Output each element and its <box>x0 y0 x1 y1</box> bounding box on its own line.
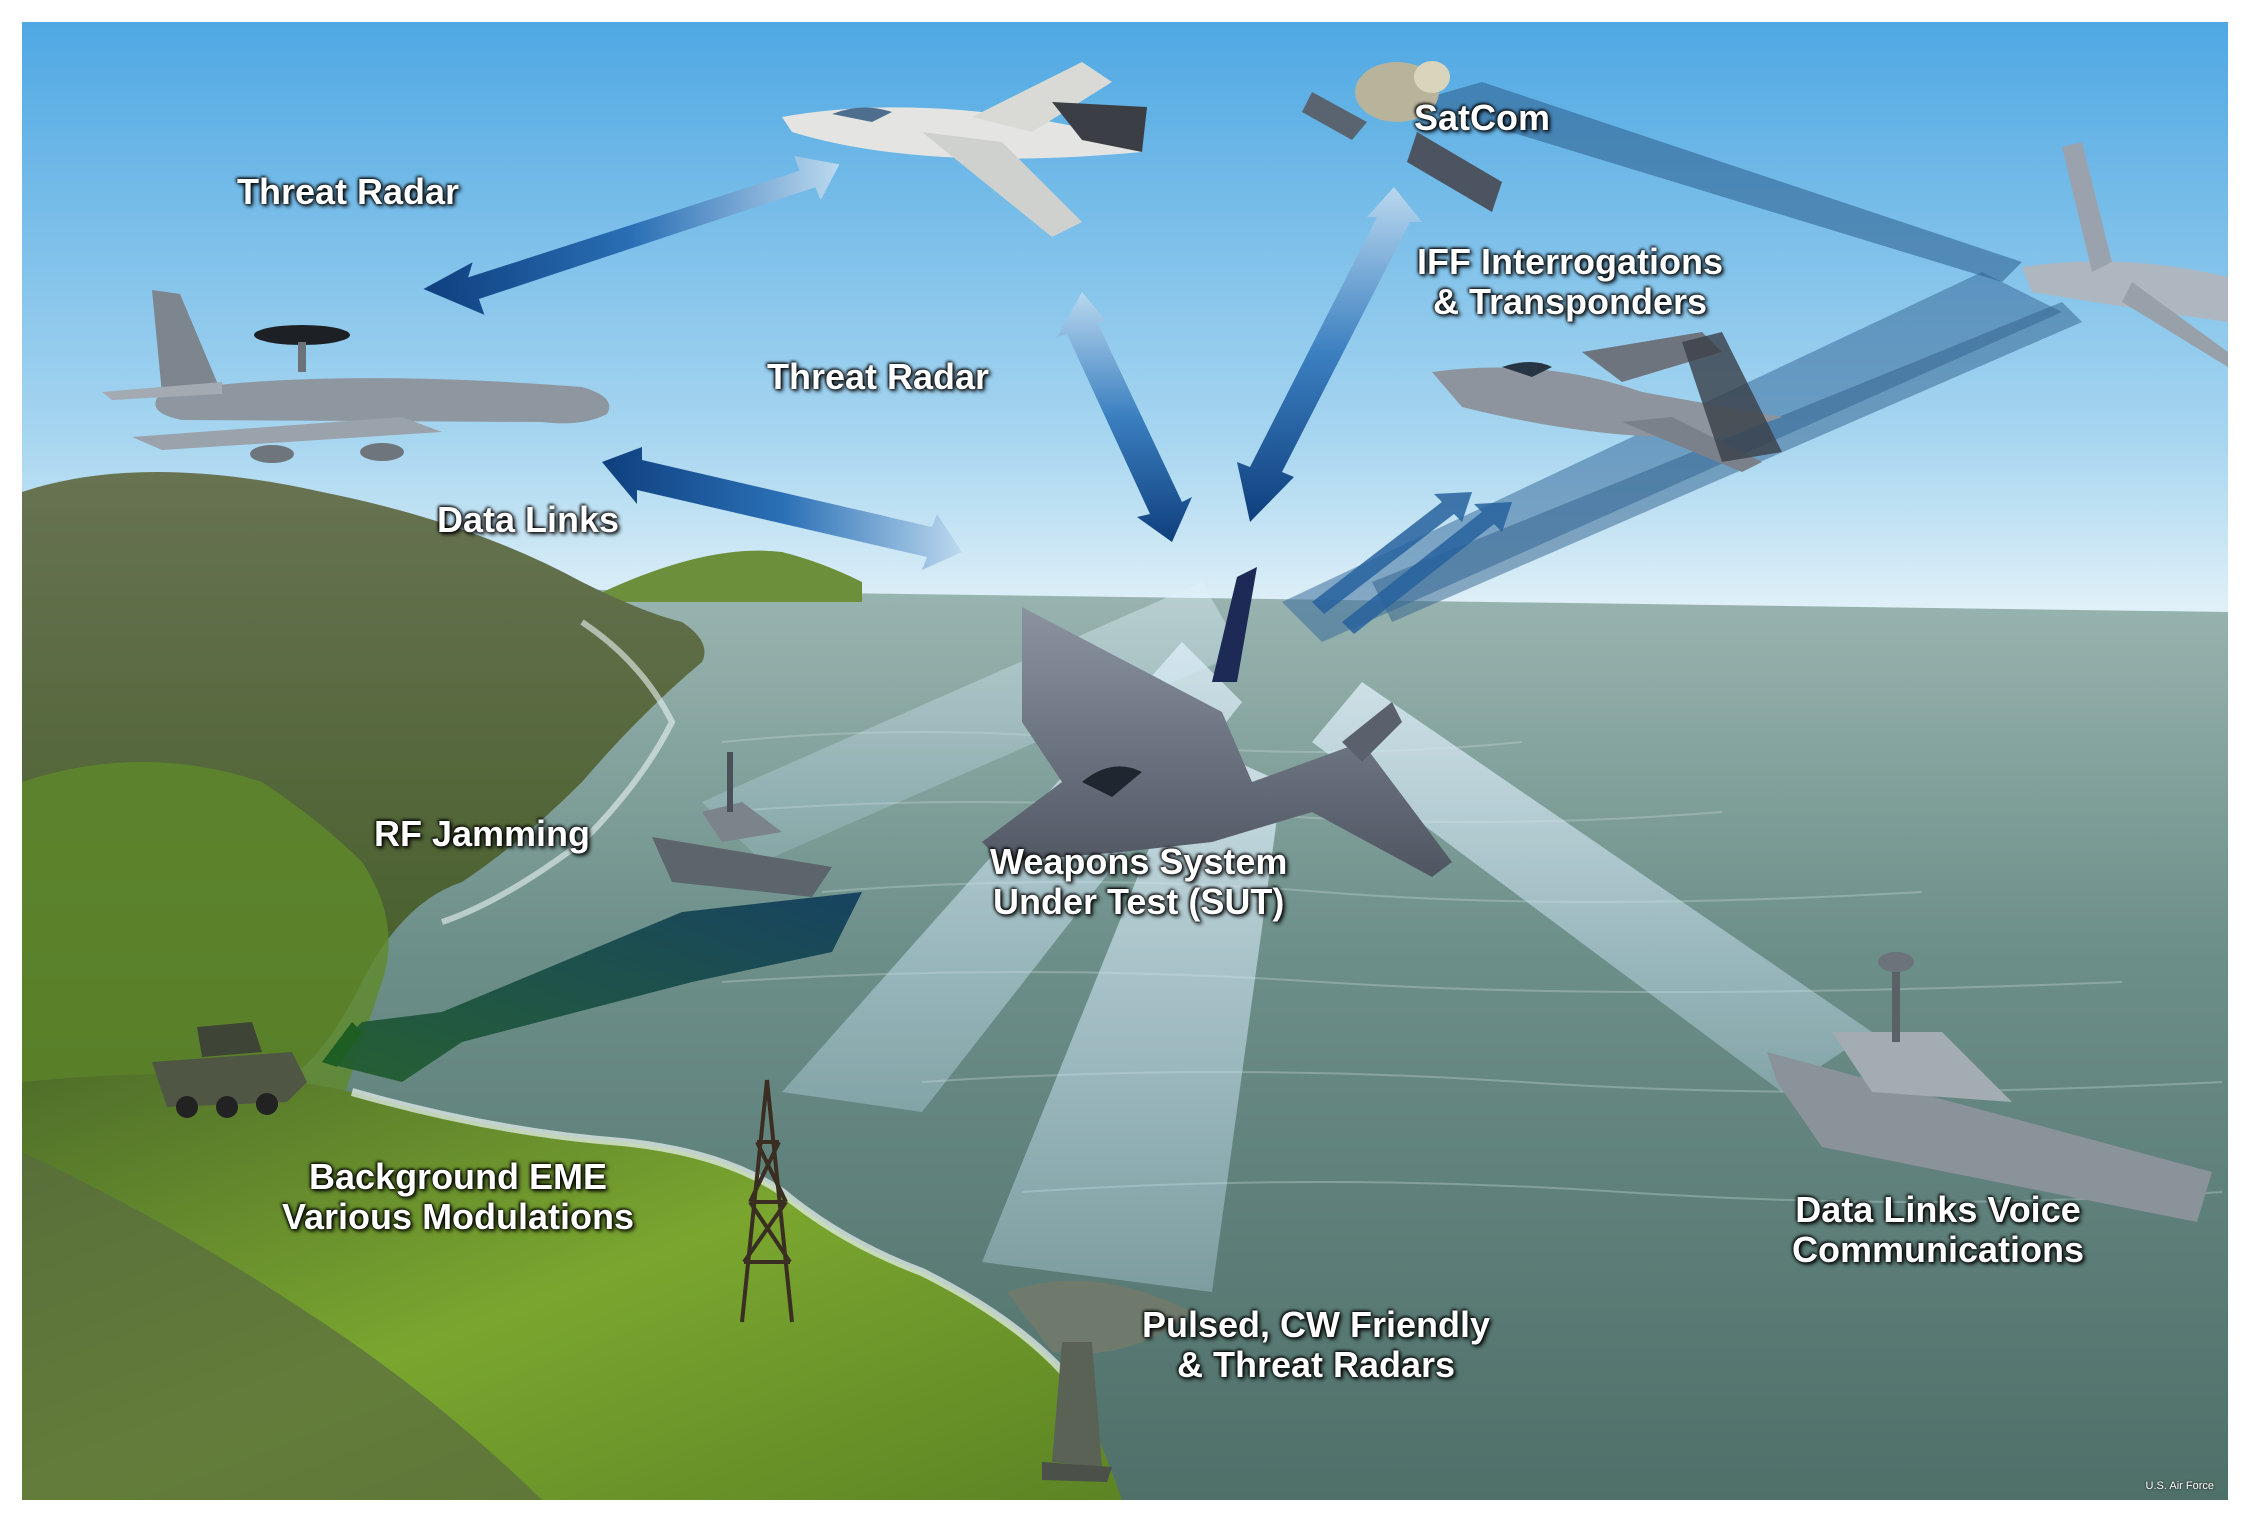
iff-label-line2: & Transponders <box>1432 281 1708 322</box>
sut-aircraft <box>982 567 1452 877</box>
far-hill <box>582 550 862 602</box>
lattice-tower <box>740 1079 794 1323</box>
uav <box>2022 142 2228 367</box>
voice-comms-label: Data Links Voice Communications <box>1792 1190 2084 1270</box>
voice-comms-line1: Data Links Voice <box>1795 1189 2081 1230</box>
background-eme-line1: Background EME <box>309 1156 608 1197</box>
iff-label: IFF Interrogations & Transponders <box>1417 242 1723 322</box>
voice-comms-line2: Communications <box>1792 1229 2085 1270</box>
lower-slope <box>22 1152 542 1500</box>
sut-label-line1: Weapons System <box>990 841 1288 882</box>
scene: Threat Radar Threat Radar SatCom IFF Int… <box>22 22 2228 1500</box>
satellite <box>1302 61 1502 212</box>
iff-label-line1: IFF Interrogations <box>1417 241 1723 282</box>
destroyer <box>1767 952 2212 1222</box>
satcom-label: SatCom <box>1414 97 1551 138</box>
background-eme-label: Background EME Various Modulations <box>282 1157 634 1237</box>
background-eme-line2: Various Modulations <box>282 1196 635 1237</box>
armored-vehicle <box>152 1022 362 1118</box>
threat-radar-top-label: Threat Radar <box>237 171 460 212</box>
radar-dish <box>1007 1280 1192 1482</box>
sut-label-line2: Under Test (SUT) <box>993 881 1285 922</box>
pulsed-radars-line1: Pulsed, CW Friendly <box>1142 1304 1491 1345</box>
data-links-label: Data Links <box>437 499 620 540</box>
sut-label: Weapons System Under Test (SUT) <box>990 842 1287 922</box>
awacs-aircraft <box>102 290 610 463</box>
rf-jamming-arrow <box>322 892 862 1082</box>
shore-foam <box>350 1088 1076 1385</box>
rf-jamming-label: RF Jamming <box>374 813 591 854</box>
threat-fighter <box>782 62 1147 237</box>
arrows <box>423 155 1512 634</box>
threat-radar-mid-label: Threat Radar <box>767 356 990 397</box>
shore-foam-upper <box>441 619 676 925</box>
image-credit: U.S. Air Force <box>2145 1480 2214 1492</box>
illustration <box>22 22 2228 1500</box>
pulsed-radars-line2: & Threat Radars <box>1176 1344 1456 1385</box>
pulsed-radars-label: Pulsed, CW Friendly & Threat Radars <box>1142 1305 1490 1385</box>
f16-aircraft <box>1432 332 1782 472</box>
ship-left <box>652 752 832 897</box>
